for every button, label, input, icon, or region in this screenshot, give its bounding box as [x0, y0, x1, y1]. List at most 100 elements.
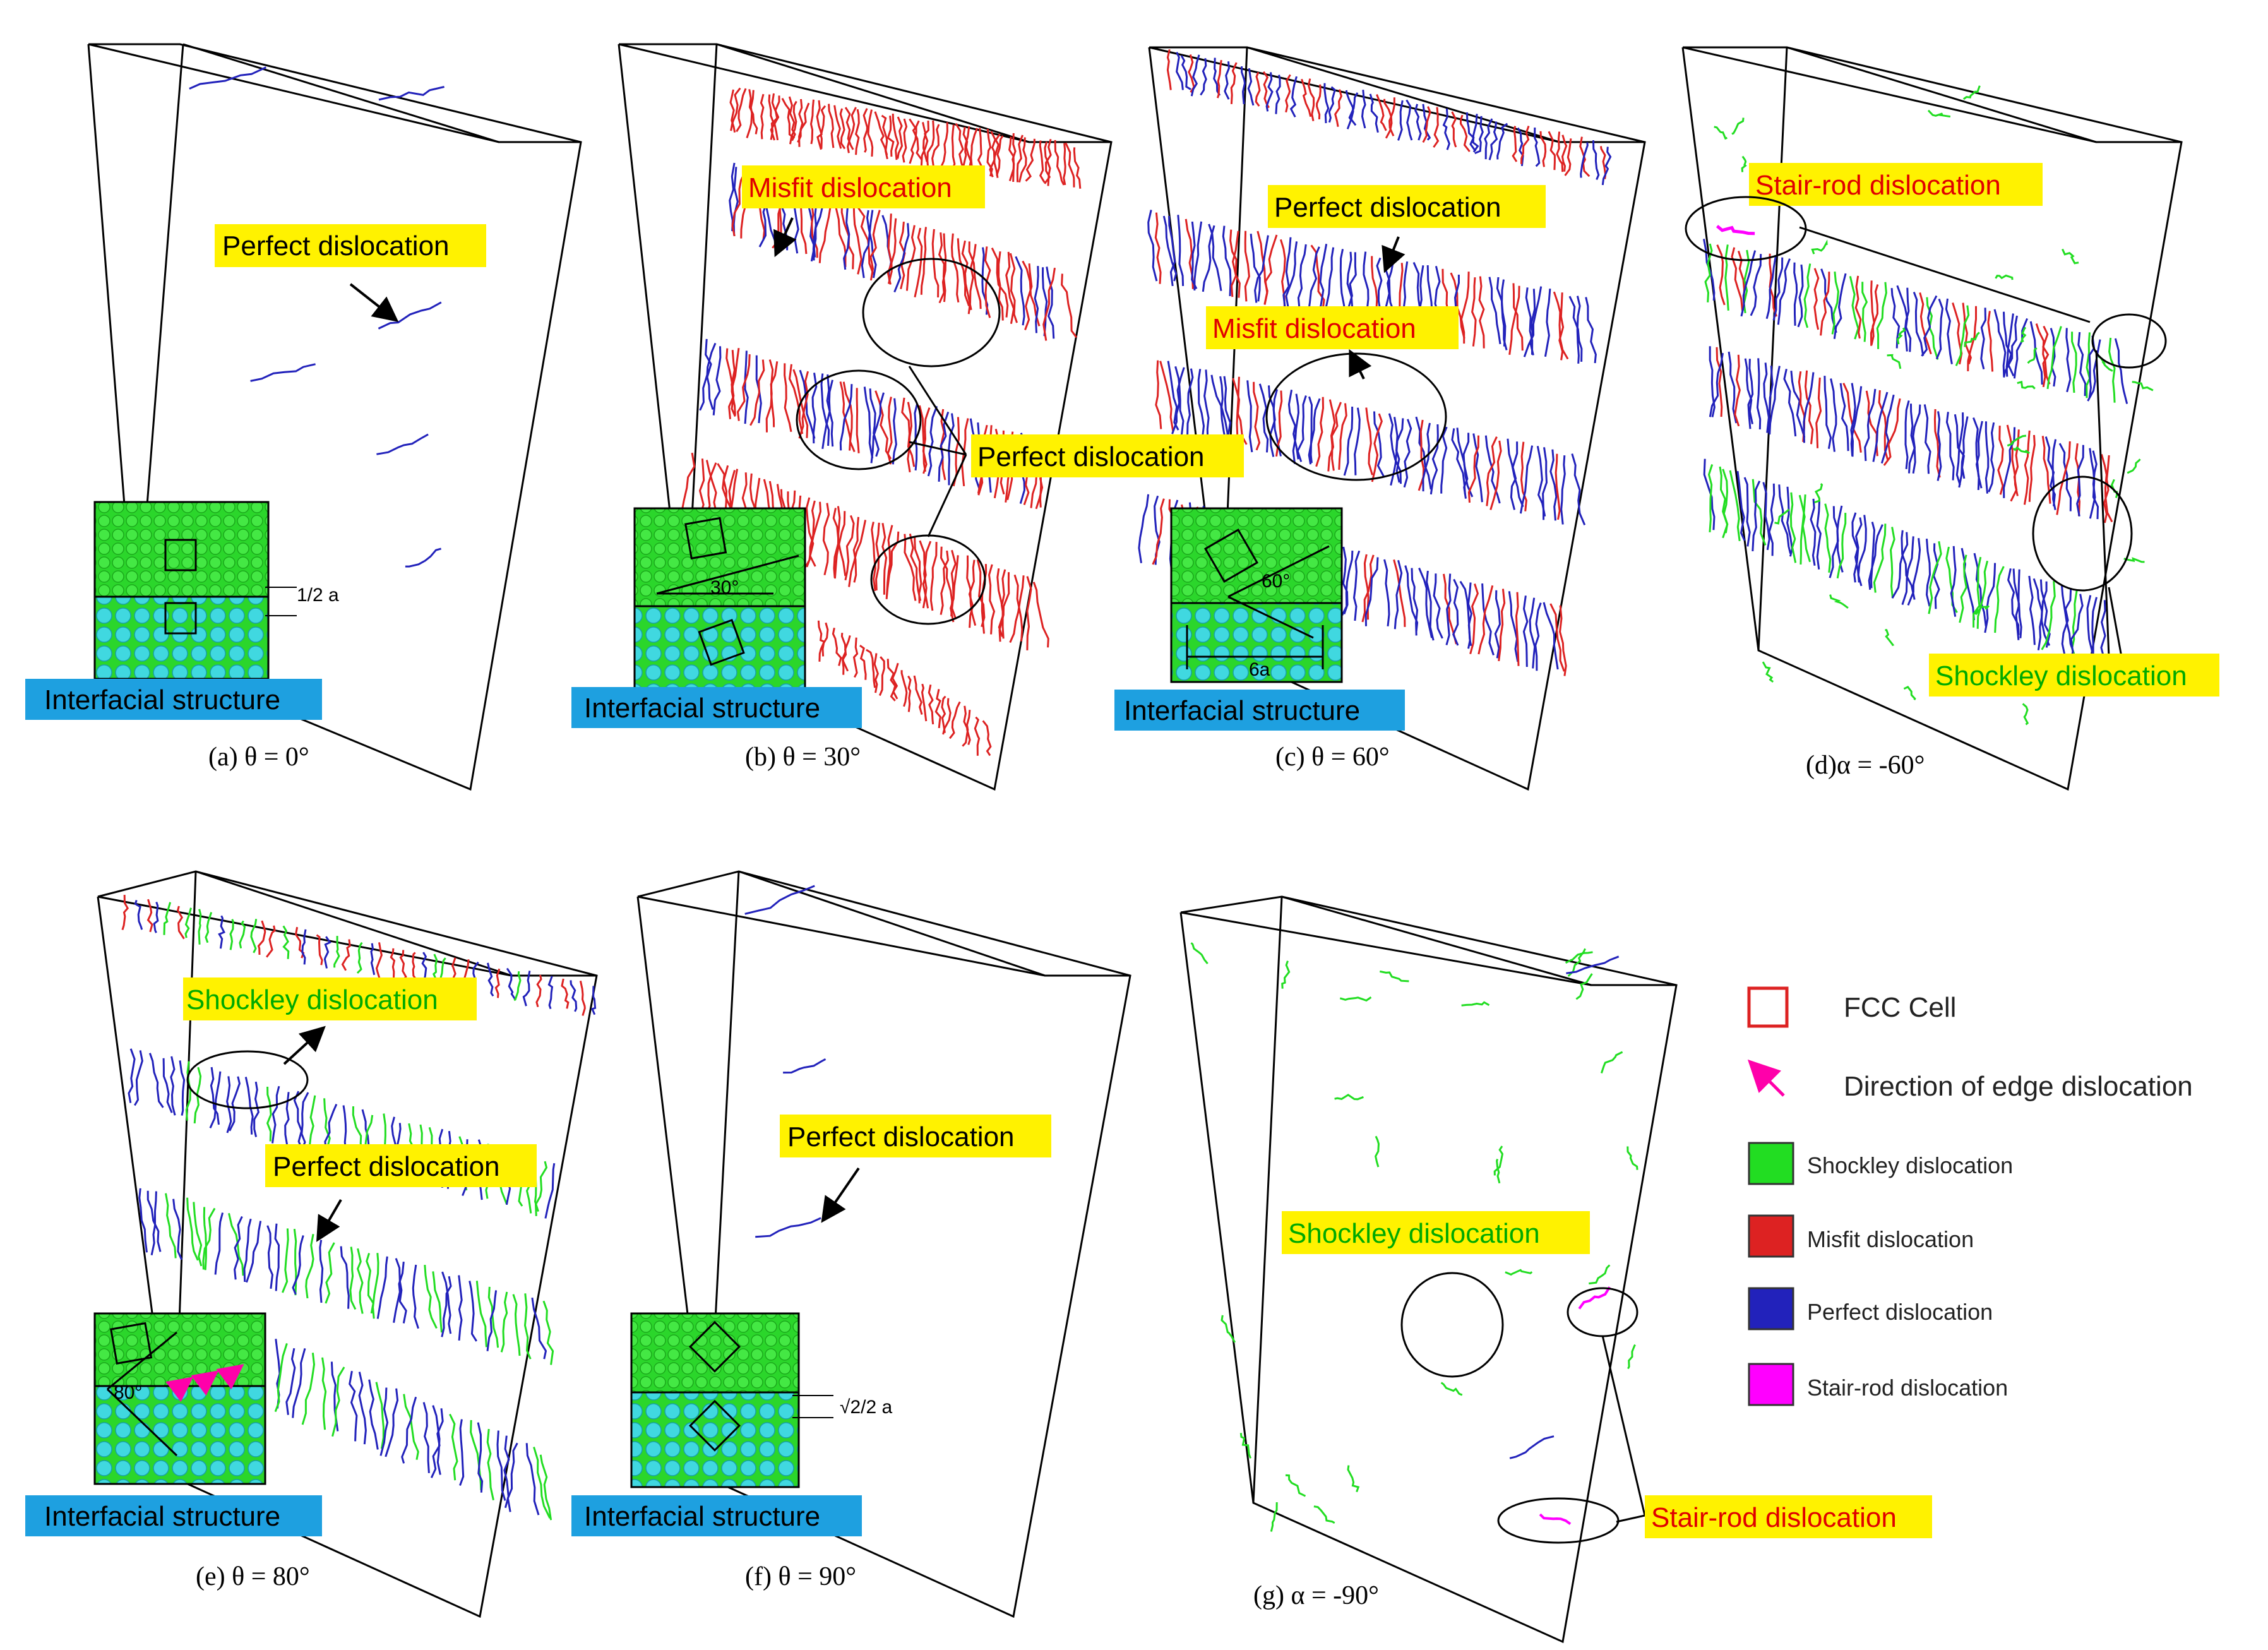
dislocation-segment: [839, 108, 846, 150]
dislocation-segment: [1193, 221, 1203, 291]
dislocation-segment: [2087, 339, 2101, 402]
dislocation-segment: [1287, 390, 1299, 460]
dislocation-segment: [2037, 581, 2048, 650]
dislocation-segment: [1203, 369, 1210, 442]
dislocation-segment: [1820, 268, 1837, 333]
dislocation-segment: [1390, 418, 1404, 486]
dislocation-segment: [970, 128, 979, 171]
dislocation-segment: [1585, 297, 1597, 364]
dislocation-segment: [2017, 381, 2036, 390]
dislocation-segment: [1016, 135, 1024, 182]
dislocation-segment: [1823, 376, 1832, 449]
box-outline: [1681, 46, 2183, 791]
dislocation-segment: [1964, 332, 1980, 347]
dislocation-segment: [165, 1193, 177, 1258]
highlight-circle: [2091, 313, 2167, 369]
box-edge: [1149, 46, 1645, 143]
dislocation-segment: [1324, 247, 1335, 315]
dislocation-segment: [1548, 131, 1556, 170]
dislocation-segment: [134, 1050, 143, 1106]
dislocation-segment: [1498, 589, 1506, 662]
dislocation-segment: [1174, 366, 1185, 436]
dislocation-segment: [2028, 575, 2036, 645]
dislocation-segment: [1328, 86, 1336, 123]
dislocation-segment: [1285, 1474, 1306, 1497]
dislocation-segment: [926, 120, 935, 169]
dislocation-segment: [892, 398, 897, 465]
dislocation-segment: [272, 1085, 280, 1144]
dislocation-segment: [1592, 140, 1600, 181]
dislocation-segment: [2050, 328, 2056, 387]
dislocation-segment: [828, 104, 835, 148]
dislocation-segment: [967, 244, 977, 314]
dislocation-segment: [843, 203, 850, 270]
dislocation-segment: [579, 980, 586, 1016]
dislocation-segment: [2071, 332, 2077, 393]
dislocation-segment: [193, 1202, 203, 1267]
dislocation-segment: [909, 533, 922, 601]
dislocation-segment: [266, 1225, 274, 1289]
dislocation-segment: [958, 126, 970, 174]
dislocation-segment: [1576, 296, 1581, 364]
dislocation-segment: [1177, 215, 1185, 286]
inset-label: Interfacial structure: [584, 1501, 820, 1532]
dislocation-segment: [1868, 524, 1883, 590]
dislocation-segment: [1478, 276, 1485, 349]
dislocation-segment: [186, 1197, 199, 1261]
dislocation-segment: [333, 936, 340, 968]
dislocation-segment: [146, 1190, 162, 1252]
dislocation-segment: [292, 1235, 304, 1295]
dislocation-segment: [1044, 138, 1052, 184]
dislocation-segment: [998, 572, 1010, 642]
dislocation-segment: [1529, 597, 1536, 669]
dislocation-segment: [1197, 369, 1205, 437]
dislocation-segment: [244, 1077, 254, 1135]
dislocation-segment: [1496, 123, 1508, 160]
dislocation-segment: [285, 1348, 296, 1415]
dislocation-segment: [539, 1454, 552, 1521]
misfit-swatch: [1748, 1214, 1794, 1258]
dislocation-segment: [744, 885, 815, 915]
dislocation-segment: [496, 1430, 506, 1501]
interfacial-inset-f: √2/2 a: [630, 1312, 893, 1488]
dislocation-segment: [1703, 239, 1716, 301]
dislocation-segment: [1018, 137, 1027, 183]
dislocation-segment: [1811, 239, 1828, 254]
dislocation-segment: [1229, 229, 1241, 298]
dislocation-segment: [1275, 390, 1283, 457]
dislocation-segment: [1975, 421, 1983, 491]
dislocation-segment: [1216, 59, 1222, 99]
dislocation-segment: [820, 105, 827, 149]
dislocation-segment: [922, 541, 932, 609]
dislocation-segment: [1393, 559, 1406, 627]
dislocation-segment: [921, 683, 928, 722]
dislocation-segment: [378, 301, 442, 330]
dislocation-segment: [185, 1061, 191, 1121]
dislocation-segment: [842, 635, 851, 675]
dislocation-segment: [1601, 146, 1612, 186]
dislocation-segment: [1959, 554, 1967, 623]
dislocation-segment: [1230, 62, 1238, 104]
dislocation-segment: [1406, 99, 1413, 141]
box-edge: [618, 43, 1111, 143]
dislocation-segment: [121, 895, 129, 931]
dislocation-segment: [1522, 595, 1529, 667]
dislocation-segment: [820, 373, 830, 446]
dislocation-segment: [1375, 1135, 1380, 1168]
dislocation-segment: [1575, 973, 1593, 1000]
dislocation-segment: [1558, 292, 1565, 361]
dislocation-segment: [1510, 441, 1519, 510]
dislocation-segment: [976, 559, 986, 628]
dislocation-segment: [1222, 225, 1232, 296]
dislocation-segment: [931, 229, 940, 298]
dislocation-segment: [1993, 309, 2007, 376]
dislocation-segment: [561, 978, 570, 1009]
dislocation-segment: [886, 397, 893, 465]
dislocation-segment: [1870, 284, 1879, 345]
dislocation-segment: [1285, 241, 1298, 308]
dislocation-segment: [316, 934, 323, 965]
dislocation-segment: [852, 517, 859, 583]
dislocation-segment: [1707, 464, 1714, 533]
dislocation-segment: [1709, 352, 1724, 417]
dislocation-segment: [405, 547, 442, 568]
